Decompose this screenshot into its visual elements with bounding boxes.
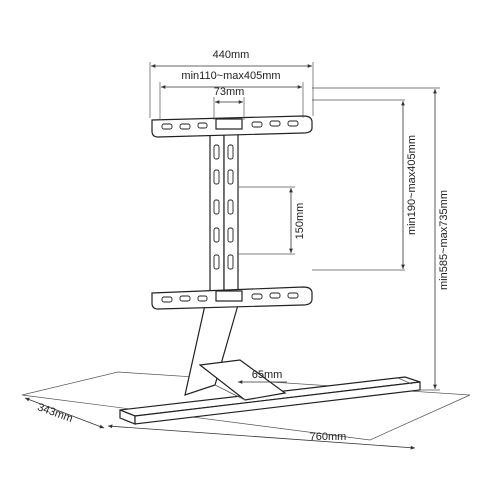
label-neck-width: 65mm bbox=[252, 369, 283, 381]
dim-base-depth: 343mm bbox=[24, 397, 105, 429]
label-vesa-horizontal: min110~max405mm bbox=[181, 70, 280, 82]
label-vertical-adjust: 150mm bbox=[294, 203, 306, 240]
dim-total-height: min585~max735mm bbox=[312, 87, 450, 391]
label-center-spacing: 73mm bbox=[214, 86, 245, 98]
label-total-height: min585~max735mm bbox=[438, 190, 450, 290]
dim-width-top: 440mm bbox=[149, 49, 314, 118]
dim-vertical-adjust: 150mm bbox=[238, 186, 306, 255]
vertical-column bbox=[209, 121, 239, 303]
base-bar bbox=[119, 376, 421, 425]
dim-vesa-horizontal: min110~max405mm bbox=[159, 70, 304, 120]
stand-neck bbox=[184, 301, 287, 401]
dim-center-spacing: 73mm bbox=[213, 86, 245, 120]
label-base-depth: 343mm bbox=[36, 401, 75, 425]
dim-base-width: 760mm bbox=[107, 424, 416, 450]
column-holes bbox=[213, 144, 234, 270]
label-width-top: 440mm bbox=[213, 49, 250, 61]
top-mounting-arm bbox=[151, 115, 313, 138]
label-base-width: 760mm bbox=[310, 431, 347, 443]
dim-neck-width: 65mm bbox=[238, 369, 287, 384]
label-vesa-vertical: min190~max405mm bbox=[406, 135, 418, 235]
bottom-mounting-arm bbox=[151, 286, 313, 310]
dim-vesa-vertical: min190~max405mm bbox=[312, 99, 418, 271]
